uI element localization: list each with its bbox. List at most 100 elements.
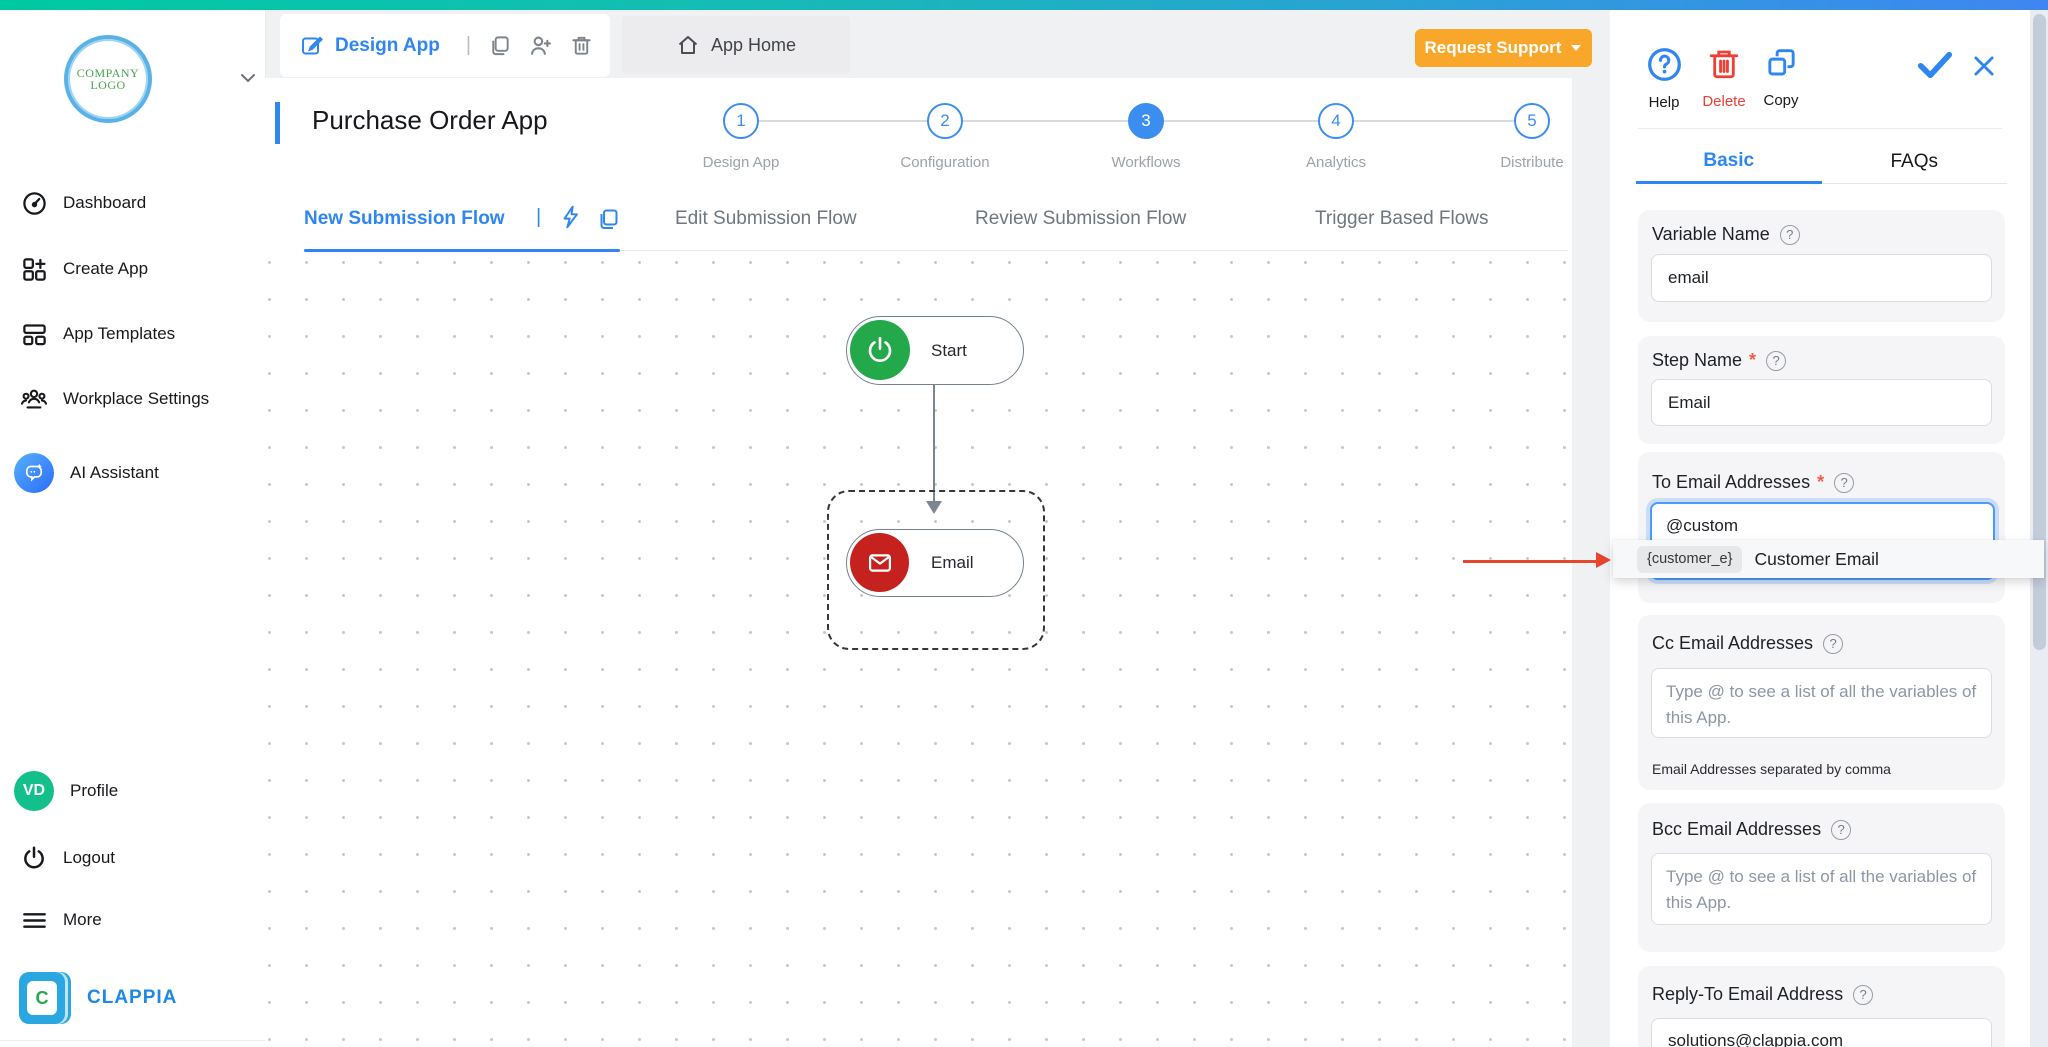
save-check-icon[interactable] (1916, 48, 1954, 82)
sidebar-item-label: Dashboard (63, 193, 147, 212)
sidebar-item-logout[interactable]: Logout (0, 833, 265, 883)
copy-label: Copy (1763, 92, 1799, 109)
sidebar-item-label: Create App (63, 259, 149, 278)
copy-action[interactable]: Copy (1756, 46, 1806, 109)
variable-suggestion-item[interactable]: {customer_e} Customer Email (1613, 540, 2044, 578)
app-templates-icon (19, 319, 49, 349)
sidebar-item-app-templates[interactable]: App Templates (0, 309, 265, 359)
stepper-label-distribute: Distribute (1500, 154, 1564, 171)
step-config-panel: Help Delete Copy Basic FAQs (1610, 10, 2030, 1047)
stepper-step-2[interactable]: 2 (927, 103, 963, 139)
tab-edit-submission-flow[interactable]: Edit Submission Flow (675, 208, 857, 229)
tab-basic[interactable]: Basic (1636, 140, 1822, 184)
sidebar-item-label: AI Assistant (70, 463, 159, 482)
delete-trash-icon (1706, 46, 1742, 82)
tab-review-submission-flow[interactable]: Review Submission Flow (975, 208, 1187, 229)
delete-label: Delete (1702, 93, 1746, 110)
flow-connector-arrowhead (926, 501, 942, 514)
caret-down-icon (1570, 44, 1582, 52)
to-email-card: To Email Addresses * ? @custom (1638, 452, 2005, 603)
annotation-arrow-line (1463, 560, 1598, 563)
company-logo-text: COMPANY LOGO (76, 66, 140, 92)
sidebar-item-profile[interactable]: VD Profile (0, 766, 265, 816)
stepper-step-1[interactable]: 1 (723, 103, 759, 139)
copy-step-icon (1764, 46, 1799, 81)
app-home-label: App Home (710, 34, 797, 55)
stepper-step-5[interactable]: 5 (1514, 103, 1550, 139)
help-icon (1646, 46, 1683, 83)
sidebar-item-create-app[interactable]: Create App (0, 244, 265, 294)
clappia-brand-name: CLAPPIA (87, 987, 178, 1008)
profile-avatar: VD (14, 771, 54, 811)
required-asterisk: * (1817, 472, 1825, 492)
app-toolbar: Design App | (280, 14, 610, 77)
page-scrollbar-thumb[interactable] (2033, 14, 2046, 650)
bcc-email-input[interactable] (1651, 853, 1992, 925)
variable-suggestion-label: Customer Email (1754, 548, 1879, 569)
bcc-email-help-icon[interactable]: ? (1831, 819, 1852, 840)
main-content: Purchase Order App 1 2 3 4 5 Design App … (265, 78, 1572, 1047)
duplicate-app-icon[interactable] (488, 34, 511, 57)
stepper-step-4[interactable]: 4 (1318, 103, 1354, 139)
instant-flow-lightning-icon[interactable] (558, 204, 584, 230)
close-panel-icon[interactable] (1970, 52, 1998, 80)
company-logo: COMPANY LOGO (64, 35, 152, 123)
workplace-settings-icon (19, 384, 49, 414)
help-action[interactable]: Help (1638, 46, 1690, 111)
sidebar-item-ai-assistant[interactable]: AI Assistant (0, 448, 265, 498)
reply-to-card: Reply-To Email Address ? (1638, 966, 2005, 1047)
clappia-brand[interactable]: C CLAPPIA (19, 972, 177, 1024)
panel-divider (1638, 128, 2002, 129)
cc-email-card: Cc Email Addresses ? Email Addresses sep… (1638, 615, 2005, 790)
stepper-step-3[interactable]: 3 (1128, 103, 1164, 139)
cc-email-input[interactable] (1651, 668, 1992, 738)
sidebar: COMPANY LOGO Dashboard Create App App Te… (0, 10, 266, 1047)
cc-email-help-icon[interactable]: ? (1823, 633, 1844, 654)
workflow-canvas[interactable]: Start Email (265, 250, 1572, 1047)
step-name-label: Step Name (1652, 350, 1743, 370)
tab-trigger-based-flows[interactable]: Trigger Based Flows (1315, 208, 1489, 229)
to-email-help-icon[interactable]: ? (1834, 472, 1855, 493)
start-node[interactable]: Start (846, 316, 1024, 385)
start-power-icon (850, 320, 910, 380)
sidebar-collapse-chevron-icon[interactable] (236, 65, 260, 89)
required-asterisk: * (1749, 350, 1757, 370)
app-home-button[interactable]: App Home (622, 16, 850, 74)
reply-to-input[interactable] (1651, 1018, 1992, 1047)
variable-name-input[interactable] (1651, 254, 1992, 302)
sidebar-item-workplace-settings[interactable]: Workplace Settings (0, 374, 265, 424)
delete-action[interactable]: Delete (1695, 46, 1753, 110)
dashboard-icon (19, 188, 49, 218)
step-name-help-icon[interactable]: ? (1766, 350, 1787, 371)
help-label: Help (1648, 94, 1680, 111)
home-icon (676, 33, 700, 57)
stepper-label-configuration: Configuration (900, 154, 990, 171)
design-app-icon (300, 34, 324, 58)
design-app-label[interactable]: Design App (335, 34, 440, 56)
hamburger-menu-icon (19, 905, 49, 935)
reply-to-help-icon[interactable]: ? (1853, 984, 1874, 1005)
stepper-label-design-app: Design App (702, 154, 780, 171)
stepper-label-workflows: Workflows (1111, 154, 1181, 171)
sidebar-item-dashboard[interactable]: Dashboard (0, 178, 265, 228)
tab-new-submission-flow[interactable]: New Submission Flow (304, 208, 505, 229)
toolbar-separator: | (465, 34, 472, 56)
variable-name-help-icon[interactable]: ? (1779, 224, 1800, 245)
sidebar-item-more[interactable]: More (0, 895, 265, 945)
stepper-label-analytics: Analytics (1305, 154, 1367, 171)
delete-app-trash-icon[interactable] (570, 34, 593, 57)
ai-assistant-icon (14, 453, 54, 493)
share-app-user-add-icon[interactable] (528, 33, 553, 58)
tab-separator: | (536, 206, 542, 228)
email-node[interactable]: Email (846, 529, 1024, 597)
step-name-input[interactable] (1651, 379, 1992, 426)
request-support-button[interactable]: Request Support (1415, 29, 1592, 67)
variable-name-card: Variable Name ? (1638, 210, 2005, 322)
copy-flow-icon[interactable] (596, 207, 620, 231)
panel-tabs: Basic FAQs (1636, 140, 2007, 184)
variable-name-label: Variable Name (1652, 224, 1770, 244)
page-title: Purchase Order App (312, 105, 548, 135)
tab-faqs[interactable]: FAQs (1821, 140, 2007, 184)
selection-dashed-rect[interactable] (827, 490, 1045, 650)
